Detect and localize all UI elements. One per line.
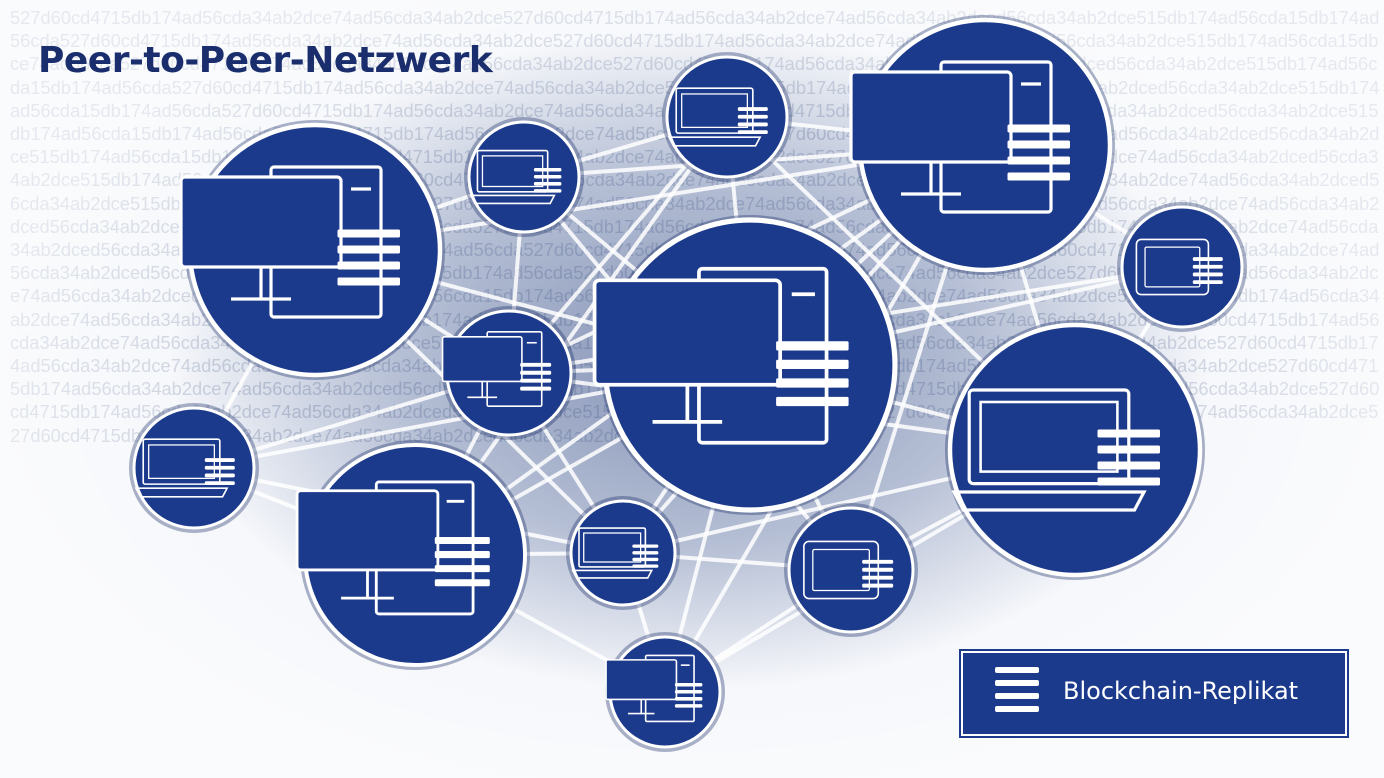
- list-line: [434, 536, 490, 544]
- list-line: [1097, 429, 1160, 438]
- list-line: [520, 362, 552, 367]
- node-circle: [665, 55, 789, 179]
- list-line: [862, 583, 894, 588]
- legend-box: Blockchain-Replikat: [961, 651, 1347, 736]
- list-line: [337, 245, 400, 254]
- legend-label: Blockchain-Replikat: [1063, 677, 1299, 705]
- list-line: [674, 682, 703, 687]
- list-line: [1097, 445, 1160, 454]
- list-line: [434, 565, 490, 573]
- list-line: [337, 261, 400, 270]
- node-circle: [132, 406, 256, 530]
- list-line: [1097, 461, 1160, 470]
- list-line: [434, 579, 490, 587]
- page-title: Peer-to-Peer-Netzwerk: [38, 40, 493, 81]
- list-line: [434, 551, 490, 559]
- list-line: [533, 189, 562, 193]
- list-line: [533, 175, 562, 179]
- list-line: [533, 167, 562, 172]
- list-line: [520, 378, 552, 383]
- node-circle: [467, 120, 581, 234]
- node-desktop-center: [592, 215, 900, 515]
- list-line: [737, 114, 768, 119]
- node-circle: [1120, 205, 1244, 329]
- list-line: [737, 122, 768, 127]
- node-tablet-bottom: [784, 503, 918, 637]
- list-line: [1097, 477, 1160, 486]
- list-line: [1007, 124, 1070, 133]
- node-circle: [947, 322, 1203, 578]
- list-line: [337, 229, 400, 238]
- list-line: [674, 697, 703, 701]
- laptop-icon: [571, 527, 659, 579]
- list-line: [1007, 140, 1070, 149]
- desktop-icon: [179, 165, 400, 319]
- nodes-layer: [129, 15, 1247, 752]
- list-line: [337, 277, 400, 286]
- list-line: [1007, 172, 1070, 181]
- node-laptop-bottom-mid: [566, 496, 680, 610]
- list-lines-icon: [995, 667, 1039, 717]
- list-line: [520, 370, 552, 375]
- list-line: [520, 386, 552, 391]
- laptop-icon: [134, 438, 235, 498]
- list-line: [776, 341, 849, 351]
- desktop-icon: [295, 480, 490, 616]
- laptop-icon: [469, 149, 562, 205]
- node-tablet-right: [1117, 202, 1247, 332]
- list-line: [533, 182, 562, 186]
- desktop-icon: [605, 654, 703, 723]
- list-line: [204, 481, 235, 486]
- list-line: [776, 396, 849, 407]
- list-line: [1192, 264, 1223, 269]
- list-line: [1192, 272, 1223, 277]
- list-line: [1192, 280, 1223, 285]
- list-line: [674, 704, 703, 708]
- desktop-icon: [592, 266, 849, 445]
- node-circle: [787, 506, 915, 634]
- node-desktop-top-right: [849, 15, 1115, 275]
- node-desktop-left: [179, 120, 445, 380]
- node-laptop-top-small: [464, 117, 584, 237]
- laptop-icon: [951, 388, 1160, 512]
- node-circle: [569, 499, 677, 607]
- list-line: [1192, 257, 1223, 261]
- list-line: [632, 551, 659, 555]
- desktop-icon: [849, 60, 1070, 214]
- laptop-icon: [667, 87, 768, 147]
- node-desktop-bottom: [605, 632, 725, 752]
- node-laptop-top: [662, 52, 792, 182]
- list-line: [862, 567, 894, 572]
- desktop-icon: [441, 331, 552, 408]
- node-desktop-center-small: [441, 306, 576, 440]
- tablet-icon: [1135, 238, 1223, 296]
- list-line: [204, 458, 235, 462]
- list-line: [776, 359, 849, 370]
- list-line: [632, 564, 659, 568]
- list-line: [204, 465, 235, 470]
- list-line: [204, 473, 235, 478]
- node-desktop-bottom-left: [295, 440, 530, 670]
- node-laptop-left: [129, 403, 259, 533]
- list-line: [1007, 156, 1070, 165]
- list-line: [632, 557, 659, 562]
- list-line: [776, 378, 849, 388]
- list-line: [737, 107, 768, 111]
- node-laptop-right: [945, 320, 1205, 580]
- list-line: [737, 130, 768, 135]
- list-line: [674, 690, 703, 694]
- list-line: [862, 559, 894, 564]
- tablet-icon: [803, 540, 894, 600]
- list-line: [632, 544, 659, 548]
- list-line: [862, 575, 894, 580]
